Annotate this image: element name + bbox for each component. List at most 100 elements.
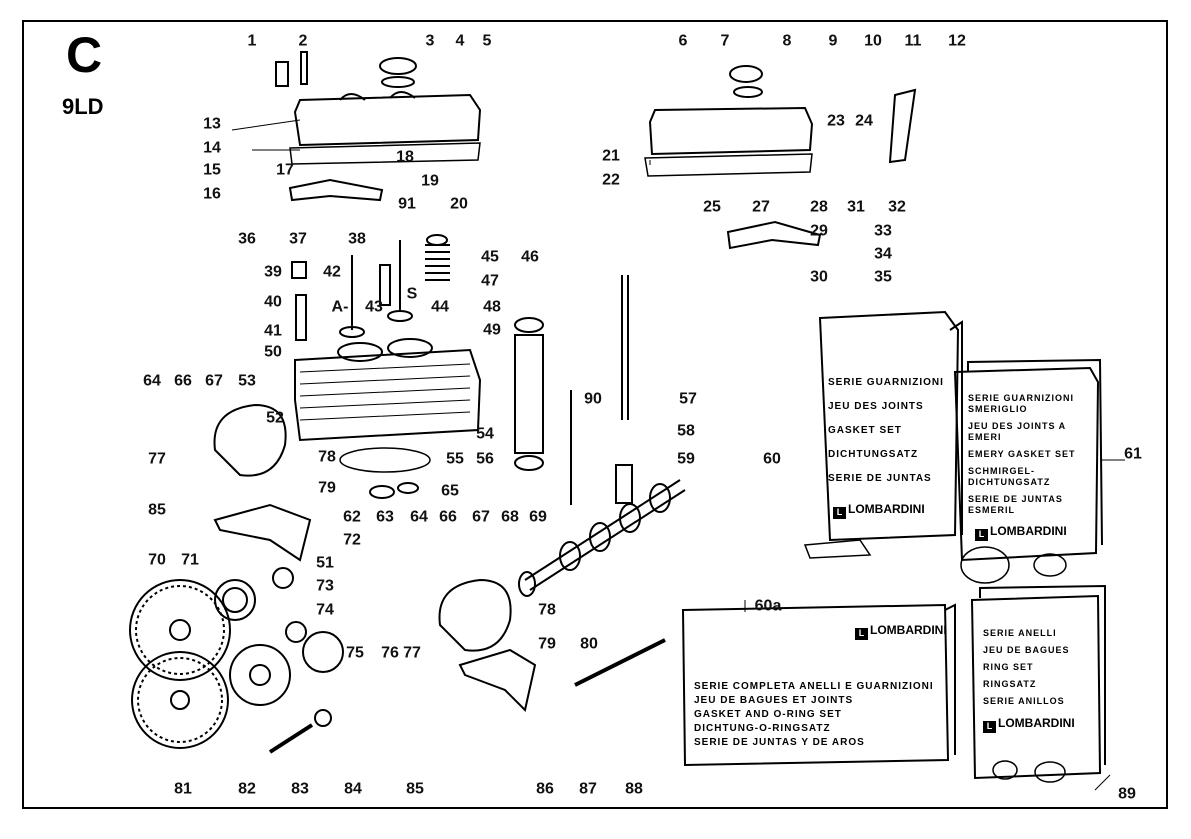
kit-text-line: EMERY GASKET SET xyxy=(968,449,1076,459)
part-number-label: 8 xyxy=(782,32,792,50)
part-number-label: 22 xyxy=(602,171,620,189)
kit-text-line: JEU DES JOINTS xyxy=(828,401,924,412)
part-number-label: 83 xyxy=(291,780,309,798)
part-number-label: 76 xyxy=(381,644,399,662)
part-number-label: 25 xyxy=(703,198,721,216)
part-number-label: 86 xyxy=(536,780,554,798)
governor-plate-right xyxy=(438,578,512,652)
kit-text-line: JEU DES JOINTS A EMERI xyxy=(968,421,1066,442)
kit-text-line: RINGSATZ xyxy=(983,679,1037,689)
part-number-label: A- xyxy=(331,298,349,316)
part-number-label: 66 xyxy=(174,372,192,390)
part-number-label: 47 xyxy=(481,272,499,290)
part-number-label: 42 xyxy=(323,263,341,281)
part-number-label: 23 xyxy=(827,112,845,130)
part-number-label: 59 xyxy=(677,450,695,468)
part-number-label: 68 xyxy=(501,508,519,526)
part-number-label: 69 xyxy=(529,508,547,526)
part-number-label: 55 xyxy=(446,450,464,468)
part-number-label: 72 xyxy=(343,531,361,549)
part-number-label: 14 xyxy=(203,139,221,157)
part-number-label: 85 xyxy=(148,501,166,519)
cylinder-liner xyxy=(514,334,544,454)
part-number-label: 34 xyxy=(874,245,892,263)
part-number-label: 57 xyxy=(679,390,697,408)
part-number-label: 4 xyxy=(455,32,465,50)
part-number-label: 18 xyxy=(396,148,414,166)
part-number-label: 54 xyxy=(476,425,494,443)
part-number-label: 64 xyxy=(410,508,428,526)
part-number-label: 51 xyxy=(316,554,334,572)
part-number-label: 81 xyxy=(174,780,192,798)
camshaft xyxy=(524,479,686,591)
part-number-label: 10 xyxy=(864,32,882,50)
part-number-label: 71 xyxy=(181,551,199,569)
kit-61-box xyxy=(953,366,1100,562)
kit-89-text: SERIE ANELLI JEU DE BAGUES RING SET RING… xyxy=(983,625,1070,710)
part-number-label: 24 xyxy=(855,112,873,130)
part-number-label: 31 xyxy=(847,198,865,216)
part-number-label: 62 xyxy=(343,508,361,526)
part-number-label: 12 xyxy=(948,32,966,50)
part-number-label: 44 xyxy=(431,298,449,316)
part-number-label: 36 xyxy=(238,230,256,248)
part-number-label: 11 xyxy=(904,32,922,50)
part-number-label: 66 xyxy=(439,508,457,526)
kit-text-line: JEU DE BAGUES ET JOINTS xyxy=(694,695,854,706)
part-number-label: 77 xyxy=(148,450,166,468)
part-number-label: 32 xyxy=(888,198,906,216)
part-number-label: 7 xyxy=(720,32,730,50)
kit-60a-box xyxy=(681,603,950,767)
kit-text-line: DICHTUNG-O-RINGSATZ xyxy=(694,723,831,734)
part-number-label: 87 xyxy=(579,780,597,798)
kit-60a-text: SERIE COMPLETA ANELLI E GUARNIZIONI JEU … xyxy=(694,680,934,750)
kit-text-line: SERIE DE JUNTAS Y DE AROS xyxy=(694,737,865,748)
rocker-lever xyxy=(888,88,917,164)
part-number-label: 84 xyxy=(344,780,362,798)
part-number-label: 48 xyxy=(483,298,501,316)
valve-spring xyxy=(425,244,450,281)
part-number-label: 89 xyxy=(1118,785,1136,803)
diagram-frame xyxy=(22,20,1168,809)
part-number-label: 20 xyxy=(450,195,468,213)
governor-fork-right xyxy=(458,648,537,712)
part-number-label: 78 xyxy=(538,601,556,619)
part-number-label: 13 xyxy=(203,115,221,133)
engine-model: 9LD xyxy=(62,94,104,119)
part-number-label: 85 xyxy=(406,780,424,798)
part-number-label: 60a xyxy=(754,597,782,615)
part-number-label: 3 xyxy=(425,32,435,50)
part-number-label: 56 xyxy=(476,450,494,468)
governor-plate-left xyxy=(213,403,287,477)
part-number-label: 61 xyxy=(1124,445,1142,463)
kit-text-line: SERIE ANELLI xyxy=(983,628,1057,638)
section-letter: C xyxy=(66,27,103,83)
part-number-label: 27 xyxy=(752,198,770,216)
part-number-label: 88 xyxy=(625,780,643,798)
kit-text-line: SERIE DE JUNTAS xyxy=(828,473,932,484)
rocker-cover-left xyxy=(293,93,482,147)
part-number-label: 74 xyxy=(316,601,334,619)
part-number-label: 52 xyxy=(266,409,284,427)
part-number-label: 39 xyxy=(264,263,282,281)
part-number-label: 45 xyxy=(481,248,499,266)
kit-61-text: SERIE GUARNIZIONI SMERIGLIO JEU DES JOIN… xyxy=(968,393,1088,516)
part-number-label: 5 xyxy=(482,32,492,50)
kit-text-line: GASKET SET xyxy=(828,425,902,436)
cover-gasket-left xyxy=(289,142,481,165)
kit-text-line: DICHTUNGSATZ xyxy=(828,449,919,460)
part-number-label: 91 xyxy=(398,195,416,213)
gear-upper xyxy=(129,579,231,681)
part-number-label: 1 xyxy=(247,32,257,50)
part-number-label: 79 xyxy=(538,635,556,653)
part-number-label: 15 xyxy=(203,161,221,179)
cylinder-head xyxy=(294,348,482,442)
part-number-label: 33 xyxy=(874,222,892,240)
part-number-label: 41 xyxy=(264,322,282,340)
gear-lower xyxy=(131,651,229,749)
part-number-label: 43 xyxy=(365,298,383,316)
part-number-label: 9 xyxy=(828,32,838,50)
part-number-label: 50 xyxy=(264,343,282,361)
